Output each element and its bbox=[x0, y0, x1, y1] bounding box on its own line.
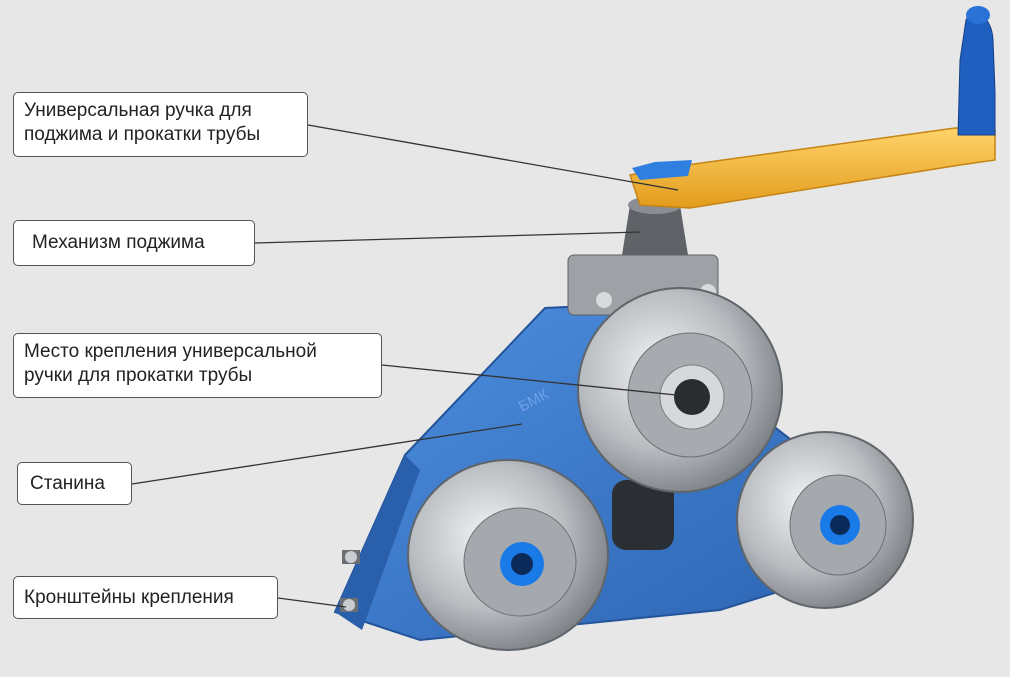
callout-frame: Станина bbox=[17, 462, 132, 505]
callout-clamp-mechanism: Механизм поджима bbox=[13, 220, 255, 266]
callout-universal-handle: Универсальная ручка для поджима и прокат… bbox=[13, 92, 308, 157]
handle-mount-socket bbox=[674, 379, 710, 415]
frame-slot bbox=[612, 480, 674, 550]
leader-clamp bbox=[254, 231, 641, 244]
universal-handle bbox=[629, 6, 996, 209]
leader-mount bbox=[381, 364, 677, 396]
bottom-right-roller bbox=[736, 431, 914, 609]
leader-frame bbox=[131, 423, 523, 485]
leader-lines bbox=[131, 124, 679, 608]
callout-handle-mount: Место крепления универсальной ручки для … bbox=[13, 333, 382, 398]
mounting-brackets bbox=[340, 550, 360, 612]
callout-mounting-brackets: Кронштейны крепления bbox=[13, 576, 278, 619]
leader-brackets bbox=[277, 597, 347, 608]
top-roller bbox=[577, 287, 783, 493]
leader-handle bbox=[307, 124, 679, 191]
bottom-left-roller bbox=[407, 459, 609, 651]
handle-grip bbox=[957, 12, 996, 136]
